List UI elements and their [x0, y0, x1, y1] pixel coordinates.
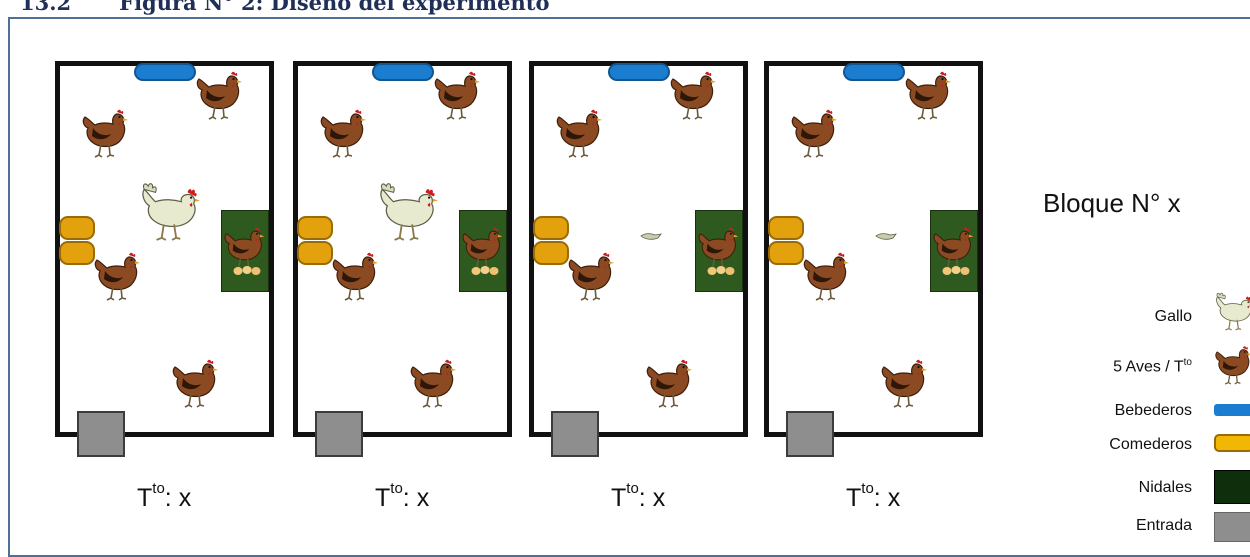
entrada: [315, 411, 363, 457]
entrada: [77, 411, 125, 457]
treatment-label-suffix: : x: [638, 484, 666, 512]
comedero: [768, 216, 804, 240]
block-label: Bloque N° x: [1043, 188, 1181, 218]
legend-entrada-swatch: [1214, 512, 1250, 542]
legend-nidal-swatch: [1214, 470, 1250, 504]
treatment-label: Tto: x: [137, 480, 192, 513]
eggs-icon: [942, 266, 970, 275]
treatment-label: Tto: x: [375, 480, 430, 513]
hen-icon: [556, 108, 603, 158]
bebedero: [608, 63, 670, 81]
comedero: [59, 216, 95, 240]
hen-icon: [410, 358, 457, 408]
legend-hen-icon: [1215, 345, 1250, 385]
hen-icon: [332, 251, 379, 301]
bebedero: [843, 63, 905, 81]
hen-icon: [568, 251, 615, 301]
comedero: [297, 216, 333, 240]
legend-label-comederos: Comederos: [1109, 436, 1192, 453]
hen-icon: [196, 70, 243, 120]
legend-label-entrada: Entrada: [1135, 517, 1192, 534]
hen-icon: [791, 108, 838, 158]
legend-label-aves: 5 Aves / Tto: [1113, 357, 1192, 376]
hen-icon: [320, 108, 367, 158]
hen-icon: [670, 70, 717, 120]
treatment-label-suffix: : x: [164, 484, 192, 512]
hen-icon: [94, 251, 141, 301]
treatment-label-prefix: T: [611, 484, 627, 512]
treatment-label-prefix: T: [137, 484, 153, 512]
rooster-icon: [141, 182, 201, 241]
bebedero: [372, 63, 434, 81]
treatment-label: Tto: x: [611, 480, 666, 513]
treatment-label-prefix: T: [375, 484, 391, 512]
hen-icon: [646, 358, 693, 408]
treatment-label-suffix: : x: [402, 484, 430, 512]
hen-icon: [905, 70, 952, 120]
eggs-icon: [707, 266, 735, 275]
small-bird-icon: [640, 233, 662, 240]
legend-bebedero-swatch: [1214, 404, 1250, 416]
hen-icon: [82, 108, 129, 158]
legend-label-gallo: Gallo: [1154, 308, 1192, 325]
hen-icon: [172, 358, 219, 408]
bebedero: [134, 63, 196, 81]
comedero: [768, 241, 804, 265]
figure-caption: 13.2 Figura N° 2: Diseño del experimento: [20, 0, 549, 15]
treatment-label-sup: to: [152, 480, 165, 497]
hen-icon: [881, 358, 928, 408]
comedero: [297, 241, 333, 265]
comedero: [533, 241, 569, 265]
entrada: [551, 411, 599, 457]
legend-rooster-icon: [1215, 292, 1250, 331]
comedero: [533, 216, 569, 240]
treatment-label-prefix: T: [846, 484, 862, 512]
legend-label-bebederos: Bebederos: [1114, 402, 1192, 419]
small-bird-icon: [875, 233, 897, 240]
treatment-label-suffix: : x: [873, 484, 901, 512]
caption-number: 13.2: [20, 0, 72, 15]
legend-aves-sup: to: [1183, 357, 1192, 368]
caption-text: Figura N° 2: Diseño del experimento: [119, 0, 550, 15]
entrada: [786, 411, 834, 457]
treatment-label: Tto: x: [846, 480, 901, 513]
treatment-label-sup: to: [861, 480, 874, 497]
legend-comedero-swatch: [1214, 434, 1250, 452]
hen-icon: [434, 70, 481, 120]
hen-icon: [803, 251, 850, 301]
legend-label-nidales: Nidales: [1138, 479, 1192, 496]
treatment-label-sup: to: [390, 480, 403, 497]
eggs-icon: [233, 266, 261, 275]
comedero: [59, 241, 95, 265]
legend-aves-text: 5 Aves / T: [1113, 358, 1184, 376]
eggs-icon: [471, 266, 499, 275]
rooster-icon: [379, 182, 439, 241]
treatment-label-sup: to: [626, 480, 639, 497]
